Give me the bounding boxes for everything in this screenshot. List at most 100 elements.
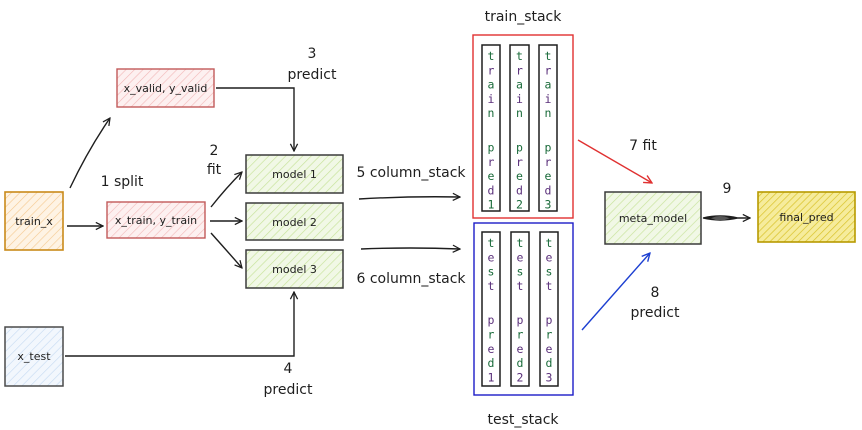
node-train-x: train_x	[4, 191, 64, 251]
column-char: r	[488, 328, 495, 342]
column-char: r	[545, 63, 552, 77]
column-char: p	[545, 141, 552, 155]
step-valid-predict-number: 3	[308, 46, 317, 62]
column-char: e	[545, 169, 552, 183]
column-char: n	[516, 106, 523, 120]
node-meta-model-label: meta_model	[619, 212, 687, 225]
node-final-pred-label: final_pred	[779, 211, 833, 224]
train-stack-title: train_stack	[485, 9, 563, 25]
node-x-valid-label: x_valid, y_valid	[124, 82, 208, 95]
column-char: d	[517, 356, 524, 370]
column-char: r	[517, 328, 524, 342]
column-char: t	[546, 236, 553, 250]
column-char: i	[488, 92, 495, 106]
column-char: e	[546, 342, 553, 356]
column-char: a	[488, 78, 495, 92]
node-model-2-label: model 2	[272, 216, 317, 229]
column-char: e	[516, 169, 523, 183]
arrow-meta-predict	[581, 253, 650, 331]
column-char: n	[545, 106, 552, 120]
node-x-valid: x_valid, y_valid	[116, 68, 215, 108]
column-char: 2	[516, 198, 523, 212]
column-char: e	[517, 250, 524, 264]
column-char: r	[488, 63, 495, 77]
column-char: d	[546, 356, 553, 370]
arrow-valid-predict	[216, 87, 294, 151]
test-stack-frame	[473, 222, 574, 396]
step-split-label: 1 split	[101, 174, 144, 190]
node-x-test: x_test	[4, 326, 64, 387]
column-char: d	[488, 356, 495, 370]
column-char: r	[545, 155, 552, 169]
column-char: 1	[488, 370, 495, 384]
arrow-test-predict	[65, 292, 294, 357]
step-final-number: 9	[723, 181, 732, 197]
column-char: t	[545, 49, 552, 63]
column-char: p	[546, 313, 553, 327]
column-char: i	[545, 92, 552, 106]
node-meta-model: meta_model	[604, 191, 702, 245]
column-char: e	[488, 342, 495, 356]
column-char: n	[488, 106, 495, 120]
node-model-3: model 3	[245, 249, 344, 289]
column-char: r	[516, 155, 523, 169]
column-char: t	[546, 279, 553, 293]
column-char: d	[516, 183, 523, 197]
arrow-column-stack-train	[358, 197, 460, 199]
step-test-predict-number: 4	[284, 361, 293, 377]
column-char: e	[488, 169, 495, 183]
column-char: r	[516, 63, 523, 77]
train-stack-frame	[472, 34, 574, 219]
column-char: p	[488, 141, 495, 155]
node-train-x-label: train_x	[15, 215, 53, 228]
node-x-test-label: x_test	[17, 350, 51, 363]
column-char: 2	[517, 370, 524, 384]
column-char: d	[545, 183, 552, 197]
arrow-fit-model-1	[210, 172, 242, 208]
column-char: s	[517, 265, 524, 279]
step-test-predict-word: predict	[264, 382, 313, 398]
column-char: e	[517, 342, 524, 356]
arrow-split-to-valid	[69, 118, 110, 189]
arrow-meta-fit	[577, 139, 652, 183]
column-char: r	[488, 155, 495, 169]
node-final-pred: final_pred	[757, 191, 856, 243]
column-char: t	[517, 279, 524, 293]
column-char: p	[516, 141, 523, 155]
column-char: s	[488, 265, 495, 279]
node-model-3-label: model 3	[272, 263, 317, 276]
step-fit-word: fit	[207, 162, 222, 178]
column-char: e	[546, 250, 553, 264]
column-char: 3	[545, 198, 552, 212]
step-column-stack-6: 6 column_stack	[356, 271, 466, 287]
column-char: t	[488, 49, 495, 63]
node-model-1: model 1	[245, 154, 344, 194]
column-char: t	[517, 236, 524, 250]
column-char: 1	[488, 198, 495, 212]
step-meta-fit: 7 fit	[629, 138, 657, 154]
column-char: p	[517, 313, 524, 327]
step-valid-predict-word: predict	[288, 67, 337, 83]
column-char: t	[488, 236, 495, 250]
step-column-stack-5: 5 column_stack	[356, 165, 466, 181]
node-model-1-label: model 1	[272, 168, 317, 181]
column-char: t	[488, 279, 495, 293]
node-model-2: model 2	[245, 202, 344, 241]
arrow-column-stack-test	[360, 248, 460, 249]
column-char: e	[488, 250, 495, 264]
column-char: a	[516, 78, 523, 92]
column-char: a	[545, 78, 552, 92]
arrow-final	[702, 216, 750, 220]
test-stack-title: test_stack	[487, 412, 559, 428]
